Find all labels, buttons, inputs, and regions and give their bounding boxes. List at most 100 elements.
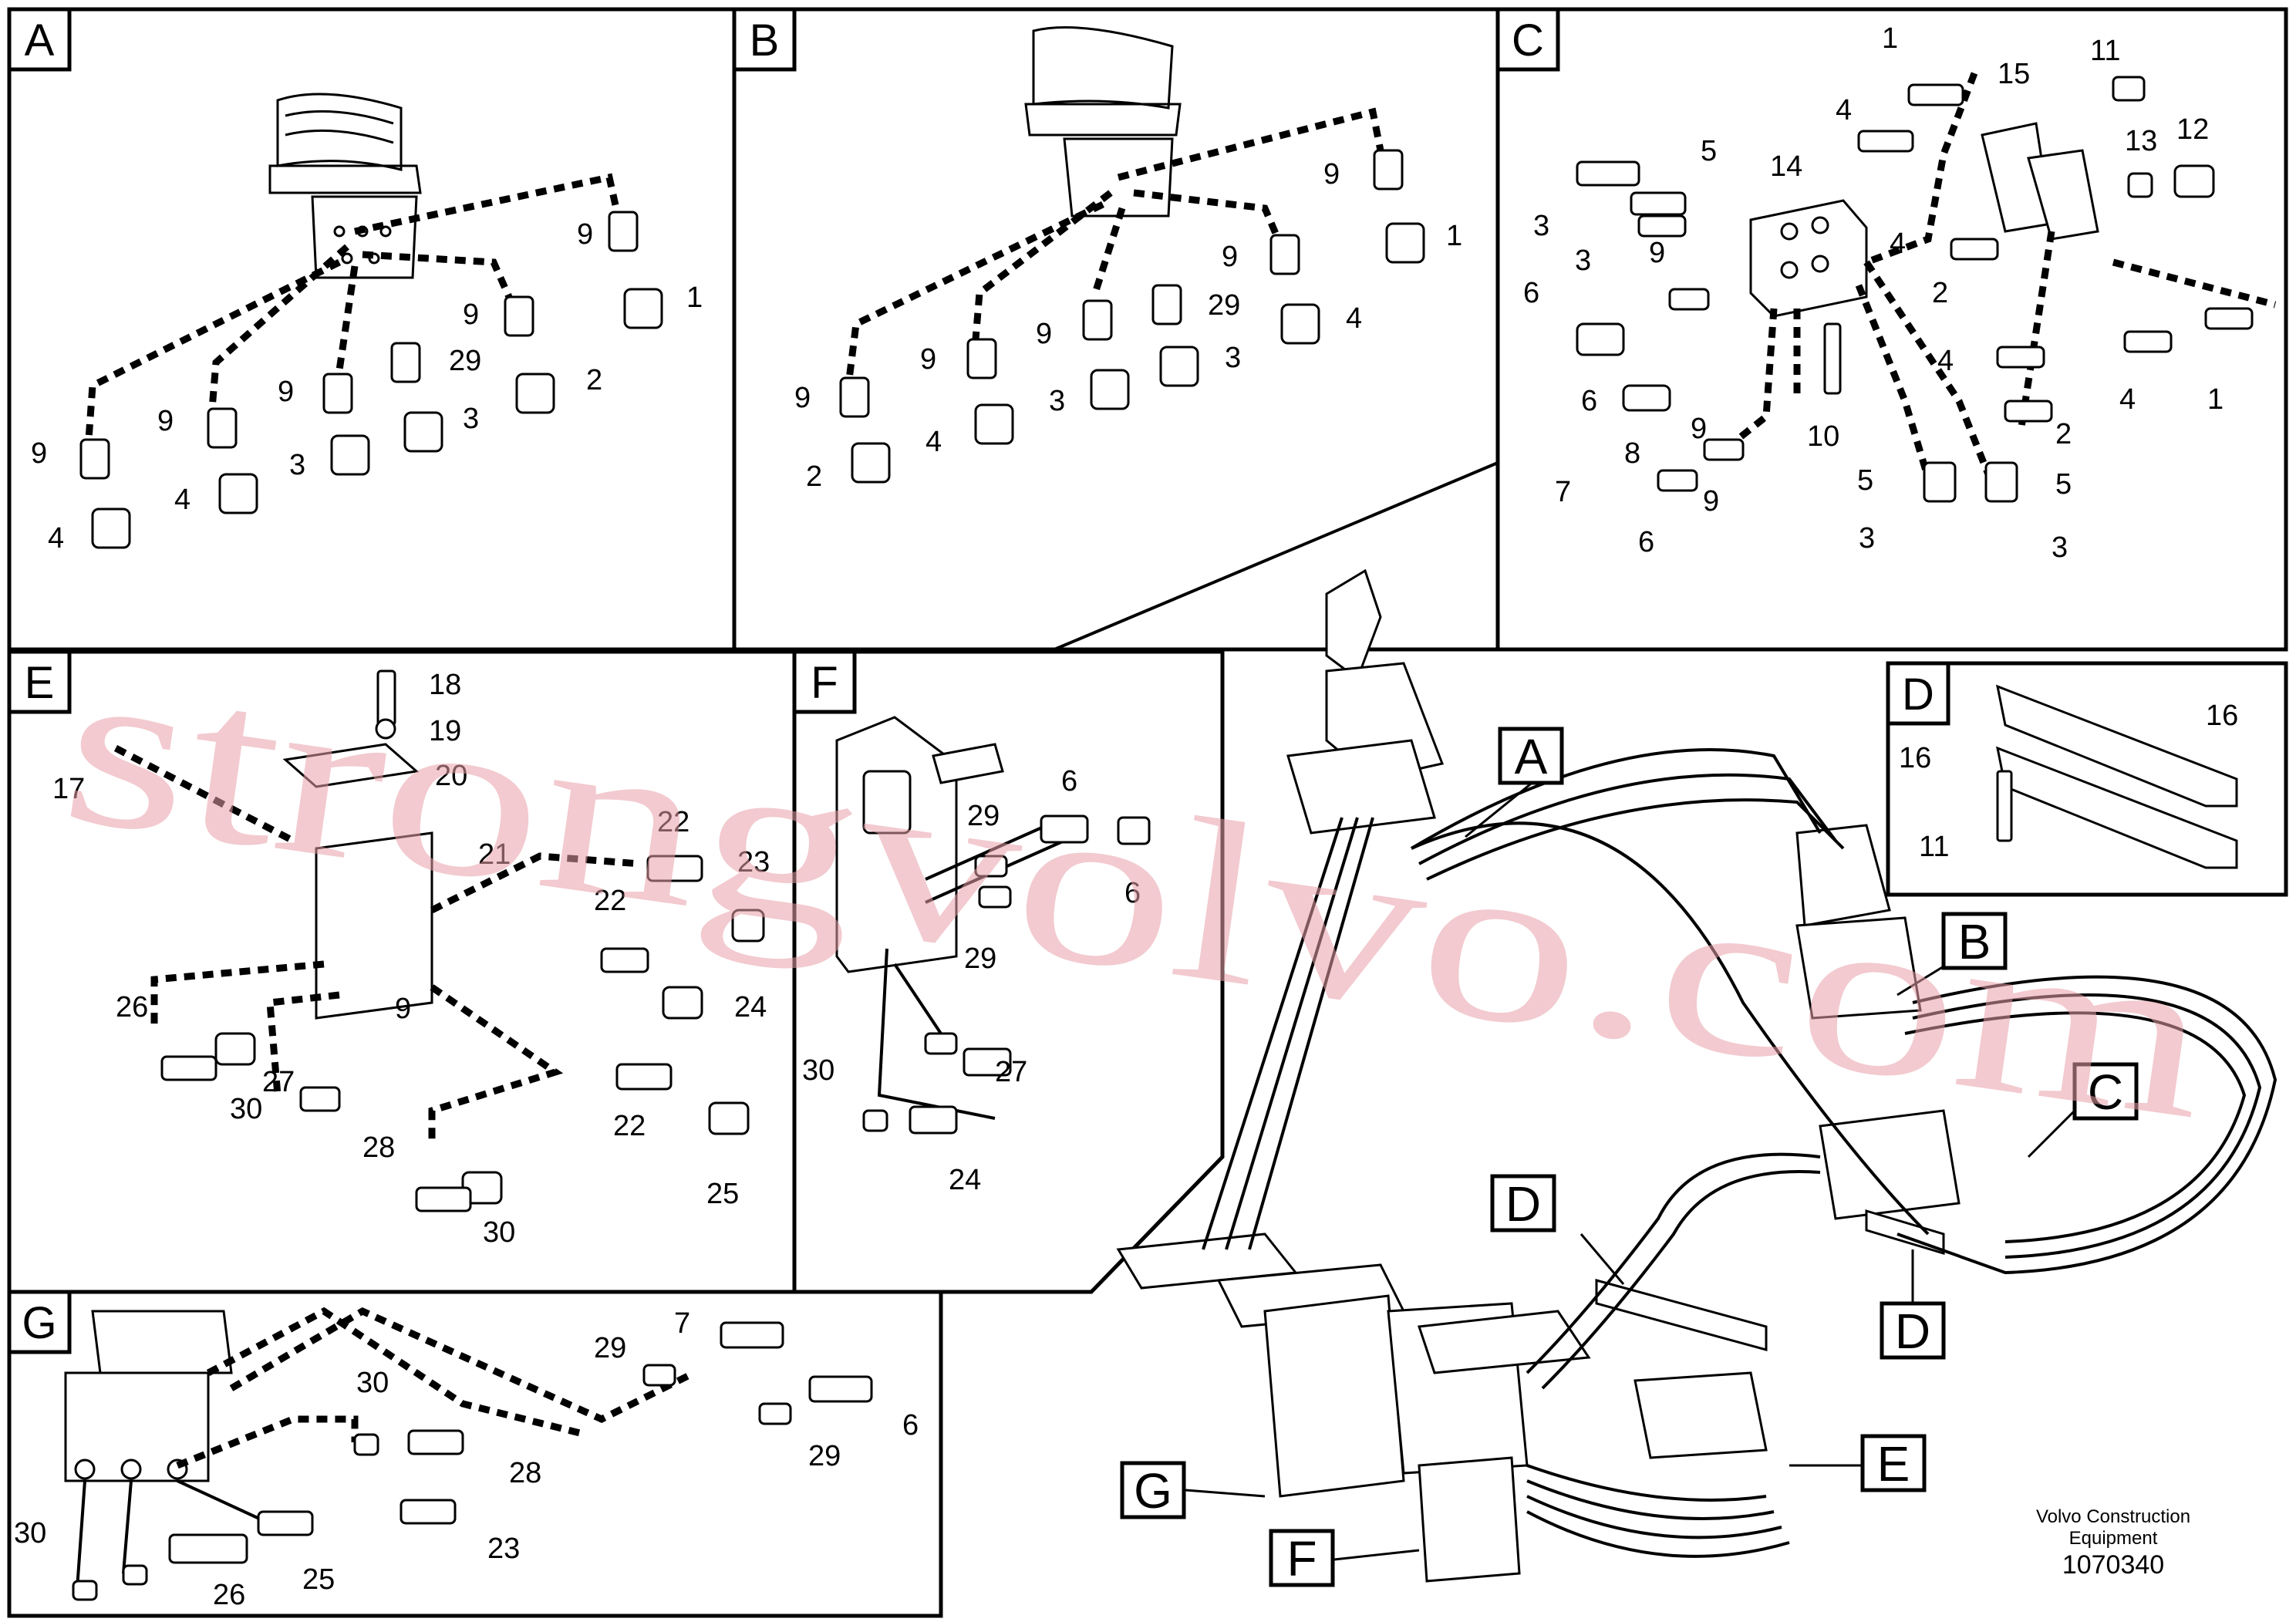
callout-c-7: 14 xyxy=(1770,150,1802,183)
hoses-g xyxy=(176,1307,696,1469)
callout-c-13: 4 xyxy=(1890,228,1906,260)
callout-f-3: 29 xyxy=(964,943,996,975)
callout-f-2: 6 xyxy=(1124,877,1141,909)
callout-c-1: 11 xyxy=(2090,35,2120,67)
callout-c-17: 1 xyxy=(2207,383,2224,416)
hoses-c xyxy=(1725,72,2277,480)
callout-c-6: 5 xyxy=(1701,135,1717,167)
bracket-d xyxy=(1995,684,2238,869)
panel-g: G 7 xyxy=(7,1290,943,1618)
callouts-d: 16 16 11 xyxy=(1899,700,2238,863)
callout-g-2: 30 xyxy=(356,1367,389,1399)
callout-b-2: 9 xyxy=(1222,241,1238,273)
panel-c: C xyxy=(1495,7,2288,652)
callout-c-0: 1 xyxy=(1882,22,1898,55)
callout-e-8: 24 xyxy=(734,991,767,1023)
hoses-b xyxy=(845,107,1384,386)
callout-e-10: 9 xyxy=(395,993,411,1025)
panel-b: B 9 1 9 xyxy=(732,7,1500,652)
callout-c-23: 6 xyxy=(1638,526,1654,558)
callout-e-1: 19 xyxy=(429,715,461,747)
panel-a-letter: A xyxy=(25,15,55,66)
overview-callout-b: B xyxy=(1958,914,1991,969)
callout-c-25: 5 xyxy=(1857,464,1873,497)
callout-g-6: 30 xyxy=(14,1517,46,1549)
callout-a-2: 9 xyxy=(463,298,479,331)
callout-g-8: 25 xyxy=(302,1563,335,1596)
callout-b-3: 29 xyxy=(1208,289,1240,322)
callout-a-12: 4 xyxy=(48,522,64,555)
callout-b-6: 9 xyxy=(920,343,936,376)
callout-c-16: 4 xyxy=(2119,383,2136,416)
callouts-c: 1 11 15 4 12 13 5 14 3 3 9 6 6 4 2 4 4 1… xyxy=(1523,22,2224,564)
callout-a-11: 9 xyxy=(31,437,47,470)
callout-c-2: 15 xyxy=(1998,58,2030,90)
callout-a-8: 3 xyxy=(289,449,305,481)
callout-c-26: 5 xyxy=(2055,468,2072,501)
callout-e-11: 30 xyxy=(230,1093,262,1125)
callout-a-0: 9 xyxy=(577,218,593,251)
overview-callout-a: A xyxy=(1515,729,1548,784)
callout-e-9: 26 xyxy=(116,991,148,1023)
callout-d-1: 16 xyxy=(1899,742,1931,774)
panel-e: E 18 19 xyxy=(7,649,797,1294)
callout-e-5: 22 xyxy=(657,806,689,838)
hoses-e xyxy=(113,745,641,1141)
fittings-b xyxy=(839,149,1425,484)
callout-a-7: 9 xyxy=(157,405,174,437)
pedal-block-g xyxy=(64,1310,233,1482)
callout-g-9: 26 xyxy=(213,1579,245,1611)
callout-c-4: 12 xyxy=(2176,113,2209,146)
callout-f-0: 6 xyxy=(1061,765,1077,798)
callout-a-10: 4 xyxy=(174,484,190,516)
callout-g-1: 29 xyxy=(594,1332,626,1364)
overview-callout-f: F xyxy=(1286,1531,1317,1587)
callout-c-15: 4 xyxy=(1937,345,1954,377)
callout-c-12: 6 xyxy=(1581,385,1597,417)
callout-c-5: 13 xyxy=(2125,125,2157,157)
callout-g-7: 23 xyxy=(487,1533,520,1565)
callout-e-7: 22 xyxy=(594,885,626,917)
callout-b-4: 9 xyxy=(1036,318,1052,350)
panel-g-letter: G xyxy=(22,1298,56,1348)
callout-c-19: 9 xyxy=(1691,413,1707,445)
callout-b-8: 3 xyxy=(1049,385,1065,417)
callout-g-4: 28 xyxy=(509,1457,541,1489)
callout-b-9: 9 xyxy=(794,382,811,414)
overview-callout-e: E xyxy=(1877,1436,1910,1492)
callout-e-16: 25 xyxy=(706,1178,739,1210)
callouts-e: 18 19 17 20 21 22 23 22 24 26 9 30 27 28… xyxy=(52,669,770,1249)
callout-c-11: 6 xyxy=(1523,277,1539,309)
callouts-f: 6 29 6 29 30 27 24 xyxy=(802,765,1141,1196)
panel-f-letter: F xyxy=(811,658,838,708)
callout-c-21: 7 xyxy=(1555,476,1571,508)
callout-c-18: 10 xyxy=(1807,420,1839,453)
callout-e-2: 17 xyxy=(52,773,85,805)
callout-g-5: 29 xyxy=(808,1440,841,1472)
fittings-c xyxy=(1576,76,2254,503)
footer-line2: Equipment xyxy=(2069,1528,2158,1549)
callouts-g: 7 29 30 6 28 29 30 23 25 26 xyxy=(14,1307,919,1611)
fittings-a xyxy=(79,211,663,549)
callout-b-5: 4 xyxy=(1346,302,1362,335)
joystick-b xyxy=(1024,26,1182,218)
callout-c-22: 9 xyxy=(1703,485,1719,518)
callouts-b: 9 1 9 29 9 4 9 3 3 9 4 9 2 xyxy=(794,158,1462,493)
callout-c-24: 2 xyxy=(2055,418,2072,450)
callout-c-10: 9 xyxy=(1649,237,1665,269)
callout-b-12: 2 xyxy=(806,460,822,493)
callout-f-5: 27 xyxy=(995,1056,1027,1088)
callout-g-3: 6 xyxy=(902,1409,919,1442)
callout-f-4: 30 xyxy=(802,1054,834,1087)
callout-b-1: 1 xyxy=(1446,220,1462,252)
callout-f-6: 24 xyxy=(949,1164,981,1196)
callout-e-0: 18 xyxy=(429,669,461,701)
overview-callout-c: C xyxy=(2088,1064,2123,1120)
overview-callout-d2: D xyxy=(1895,1303,1930,1359)
callout-b-0: 9 xyxy=(1323,158,1340,191)
callout-c-9: 3 xyxy=(1575,244,1591,277)
hoses-a xyxy=(85,173,621,440)
callout-c-3: 4 xyxy=(1836,94,1852,126)
callout-c-8: 3 xyxy=(1533,210,1549,242)
callout-e-6: 23 xyxy=(737,846,770,878)
